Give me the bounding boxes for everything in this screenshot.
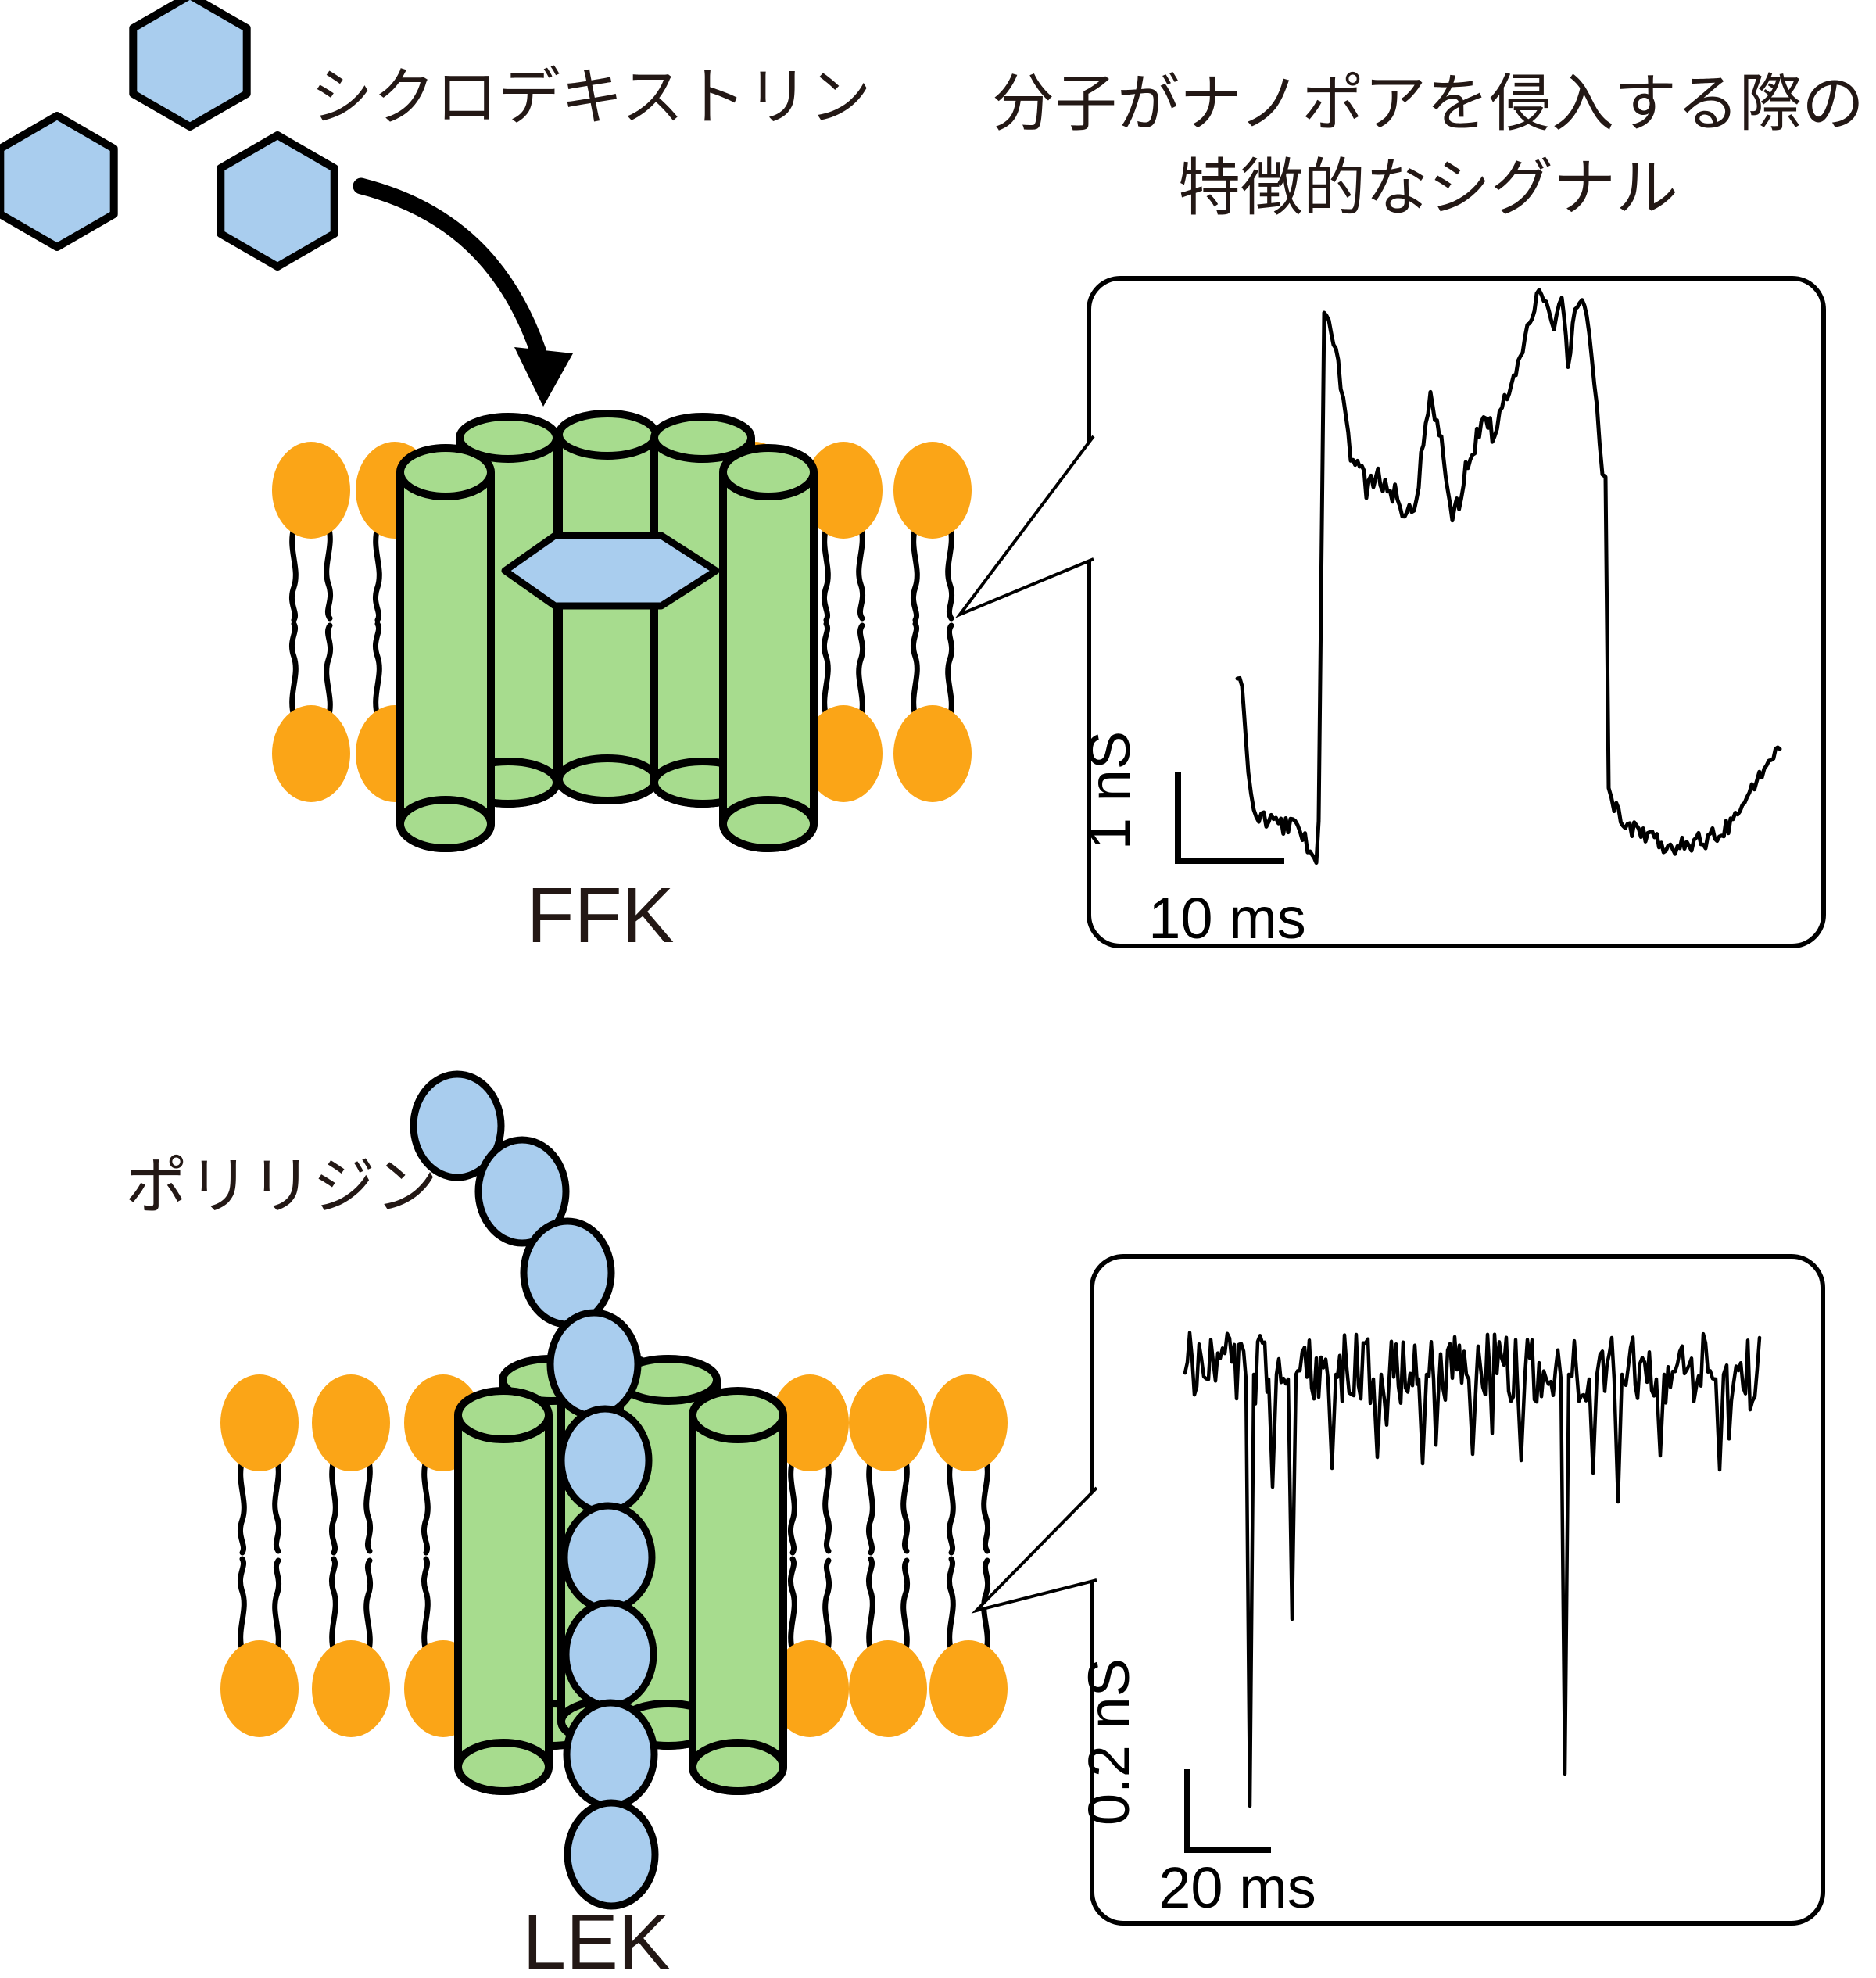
pore-cylinder (400, 448, 491, 848)
insertion-arrow-icon (353, 177, 546, 359)
vertical-scale-label: 0.2 nS (1076, 1658, 1141, 1826)
polylysine-bead-icon (546, 1309, 642, 1420)
pore-cylinder (693, 1391, 783, 1791)
signal-title-line1: 分子がナノポアを侵入する際の (992, 69, 1864, 138)
pore-cylinder (458, 1391, 549, 1791)
lipid-molecule (893, 624, 972, 802)
lipid-molecule (272, 442, 350, 620)
polylysine-bead-icon (560, 1502, 656, 1613)
callout-pointer-outline (971, 1486, 1098, 1614)
ffk-signal-panel: 1 nS 10 ms (955, 276, 1826, 951)
polylysine-bead-icon (563, 1699, 658, 1810)
lek-nanopore (458, 1309, 783, 1910)
insertion-arrowhead-icon (514, 347, 573, 407)
lipid-molecule (929, 1374, 1008, 1553)
lek-signal-panel: 0.2 nS 20 ms (971, 1254, 1825, 1926)
scale-bar (1175, 772, 1284, 864)
horizontal-scale-label: 10 ms (1148, 886, 1306, 951)
cyclodextrin-in-pore-icon (501, 532, 720, 610)
ffk-nanopore (400, 414, 814, 848)
scale-bar (1184, 1769, 1271, 1853)
polylysine-bead-icon (410, 1070, 505, 1181)
lipid-molecule (312, 1559, 390, 1737)
lipid-molecule (849, 1559, 927, 1737)
cyclodextrin-label: シクロデキストリン (310, 63, 872, 132)
polylysine-label: ポリリジン (125, 1152, 438, 1221)
lipid-molecule (272, 624, 350, 802)
lipid-molecule (220, 1374, 299, 1553)
polylysine-bead-icon (562, 1599, 657, 1710)
cyclodextrin-hexagon-icon (220, 135, 334, 267)
polylysine-bead-icon (564, 1799, 659, 1910)
horizontal-scale-label: 20 ms (1158, 1855, 1316, 1920)
vertical-scale-label: 1 nS (1077, 731, 1142, 850)
pore-cylinder (723, 448, 814, 848)
polylysine-bead-icon (520, 1217, 615, 1328)
lipid-molecule (893, 442, 972, 620)
lek-signal-trace (1183, 1331, 1762, 1808)
pore-label-ffk: FFK (527, 872, 675, 959)
cyclodextrin-hexagon-icon (133, 0, 246, 127)
signal-title-line2: 特徴的なシグナル (1178, 153, 1678, 223)
lipid-molecule (220, 1559, 299, 1737)
ffk-signal-trace (1235, 288, 1782, 865)
signal-panel-frame (1087, 276, 1826, 948)
lipid-molecule (312, 1374, 390, 1553)
cyclodextrin-hexagon-icon (0, 116, 113, 247)
callout-pointer-outline (955, 435, 1095, 618)
polylysine-bead-icon (474, 1136, 570, 1247)
pore-label-lek: LEK (522, 1898, 670, 1978)
polylysine-bead-icon (557, 1405, 653, 1516)
lipid-molecule (849, 1374, 927, 1553)
lipid-molecule (929, 1559, 1008, 1737)
